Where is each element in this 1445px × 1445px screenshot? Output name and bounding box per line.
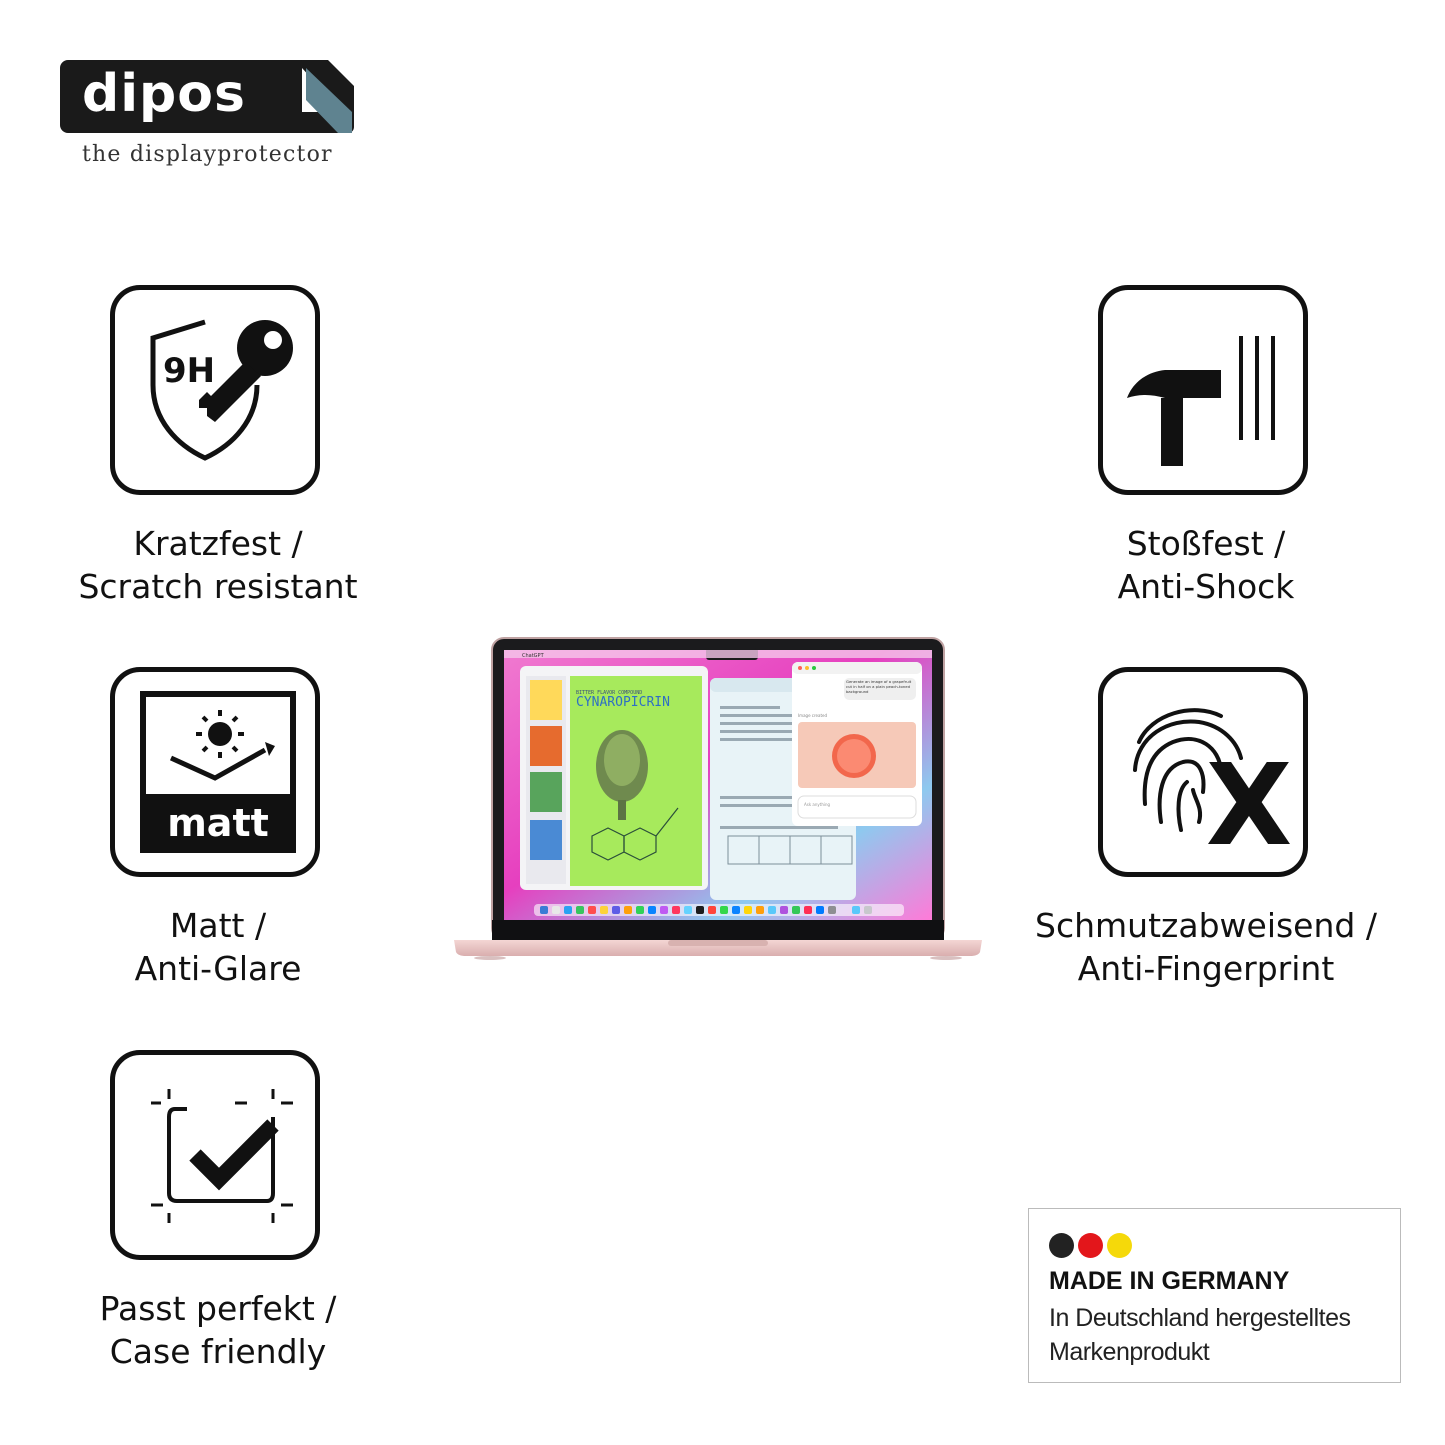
feature-label-shock: Stoßfest / Anti-Shock: [996, 522, 1416, 608]
svg-text:ChatGPT: ChatGPT: [522, 653, 545, 659]
laptop-illustration: ChatGPT BITTER FLAVOR COMPOUND CYNAROPIC…: [454, 637, 982, 960]
red-dot: [1078, 1233, 1103, 1258]
svg-text:BITTER FLAVOR COMPOUND: BITTER FLAVOR COMPOUND: [576, 690, 642, 696]
made-in-germany-subtitle: In Deutschland hergestelltes Markenprodu…: [1049, 1301, 1351, 1369]
feature-label-line1: Schmutzabweisend /: [1035, 906, 1377, 945]
peeled-corner-icon: [298, 60, 354, 133]
feature-label-line2: Anti-Fingerprint: [1077, 949, 1335, 988]
svg-text:CYNAROPICRIN: CYNAROPICRIN: [576, 695, 670, 710]
shield-9h-key-icon: 9H: [150, 319, 293, 461]
feature-label-scratch: Kratzfest / Scratch resistant: [8, 522, 428, 608]
feature-label-line1: Matt /: [169, 906, 267, 945]
feature-label-line2: Anti-Shock: [1117, 567, 1295, 606]
hammer-icon: [1127, 336, 1275, 466]
feature-label-line2: Scratch resistant: [78, 567, 358, 606]
subtitle-line2: Markenprodukt: [1049, 1338, 1210, 1366]
feature-label-line2: Case friendly: [109, 1332, 327, 1371]
anti-fingerprint-icon-box: X: [1098, 667, 1308, 877]
matt-sun-icon: matt: [140, 691, 296, 853]
gold-dot: [1107, 1233, 1132, 1258]
black-dot: [1049, 1233, 1074, 1258]
subtitle-line1: In Deutschland hergestelltes: [1049, 1304, 1351, 1332]
svg-text:Ask anything: Ask anything: [804, 802, 831, 807]
scratch-resistant-icon-box: 9H: [110, 285, 320, 495]
anti-shock-icon-box: [1098, 285, 1308, 495]
anti-glare-icon-box: matt: [110, 667, 320, 877]
svg-text:X: X: [1206, 741, 1292, 871]
feature-label-line1: Kratzfest /: [133, 524, 303, 563]
feature-label-case: Passt perfekt / Case friendly: [8, 1287, 428, 1373]
feature-label-line1: Passt perfekt /: [99, 1289, 337, 1328]
svg-text:matt: matt: [167, 801, 269, 845]
made-in-germany-title: MADE IN GERMANY: [1049, 1267, 1290, 1295]
frame-check-icon: [151, 1089, 293, 1223]
logo-wordmark: dipos: [82, 64, 246, 124]
logo-tagline: the displayprotector: [82, 142, 333, 167]
svg-text:9H: 9H: [163, 351, 215, 391]
fingerprint-x-icon: X: [1133, 708, 1292, 871]
feature-label-line1: Stoßfest /: [1126, 524, 1286, 563]
made-in-germany-badge: MADE IN GERMANY In Deutschland hergestel…: [1028, 1208, 1401, 1383]
feature-label-line2: Anti-Glare: [134, 949, 302, 988]
case-friendly-icon-box: [110, 1050, 320, 1260]
feature-label-glare: Matt / Anti-Glare: [8, 904, 428, 990]
svg-text:Image created: Image created: [798, 713, 827, 718]
feature-label-fingerprint: Schmutzabweisend / Anti-Fingerprint: [996, 904, 1416, 990]
